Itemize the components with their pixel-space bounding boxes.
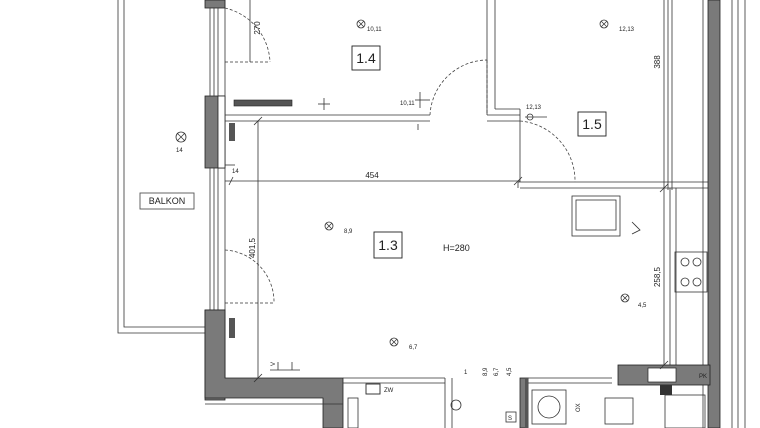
v-label: V bbox=[271, 362, 277, 366]
ceiling-lamp-icon bbox=[389, 337, 399, 347]
switch-icon bbox=[525, 113, 547, 121]
dimension-lines bbox=[225, 0, 669, 383]
room-1-3-box bbox=[373, 231, 403, 259]
ceiling-lamp-icon bbox=[620, 293, 630, 303]
code-10-11-top: 10,11 bbox=[367, 27, 382, 33]
code-8-9-row: 8,9 bbox=[483, 367, 489, 376]
code-6-7-row: 6,7 bbox=[494, 367, 500, 376]
code-6-7: 6,7 bbox=[409, 345, 418, 351]
balcony: BALKON bbox=[117, 0, 205, 334]
switch-icon bbox=[318, 98, 330, 110]
dim-388: 388 bbox=[653, 55, 662, 69]
bottom-wall bbox=[204, 309, 612, 428]
pk-label: PK bbox=[699, 374, 707, 380]
s-label: S bbox=[508, 416, 512, 422]
kitchen bbox=[571, 188, 711, 395]
dim-401-5: 401,5 bbox=[248, 237, 257, 258]
code-14-balkon: 14 bbox=[176, 148, 183, 154]
ceiling-lamp-icon bbox=[356, 19, 366, 29]
code-8-9: 8,9 bbox=[344, 229, 353, 235]
room-1-3-label: 1.3 bbox=[378, 237, 398, 253]
interior-walls bbox=[225, 0, 710, 338]
switch-icon bbox=[270, 362, 300, 371]
code-1-row: 1 bbox=[464, 370, 468, 376]
dim-258-5: 258,5 bbox=[653, 266, 662, 287]
height-note: H=280 bbox=[443, 243, 470, 253]
room-1-5-label: 1.5 bbox=[582, 116, 602, 132]
exterior-wall-right bbox=[667, 0, 746, 428]
room-1-5-box bbox=[577, 111, 607, 137]
switch-icon bbox=[415, 92, 430, 130]
dim-270: 270 bbox=[253, 21, 262, 35]
ceiling-lamp-icon bbox=[599, 19, 609, 29]
wall-lamp-icon bbox=[175, 131, 187, 143]
code-14-wall: 14 bbox=[232, 169, 239, 175]
code-10-11-switch: 10,11 bbox=[400, 101, 415, 107]
code-4-5: 4,5 bbox=[638, 303, 647, 309]
balkon-label: BALKON bbox=[149, 196, 186, 206]
bathroom bbox=[347, 383, 706, 428]
code-12-13-switch: 12,13 bbox=[526, 105, 542, 111]
zw-label: ZW bbox=[384, 388, 394, 394]
code-12-13-top: 12,13 bbox=[619, 27, 635, 33]
room-1-4-label: 1.4 bbox=[356, 50, 376, 66]
room-1-4-box bbox=[351, 45, 381, 71]
dim-454: 454 bbox=[365, 171, 379, 180]
ox-label: OX bbox=[576, 403, 582, 412]
ceiling-lamp-icon bbox=[324, 221, 334, 231]
code-4-5-row: 4,5 bbox=[507, 367, 513, 376]
